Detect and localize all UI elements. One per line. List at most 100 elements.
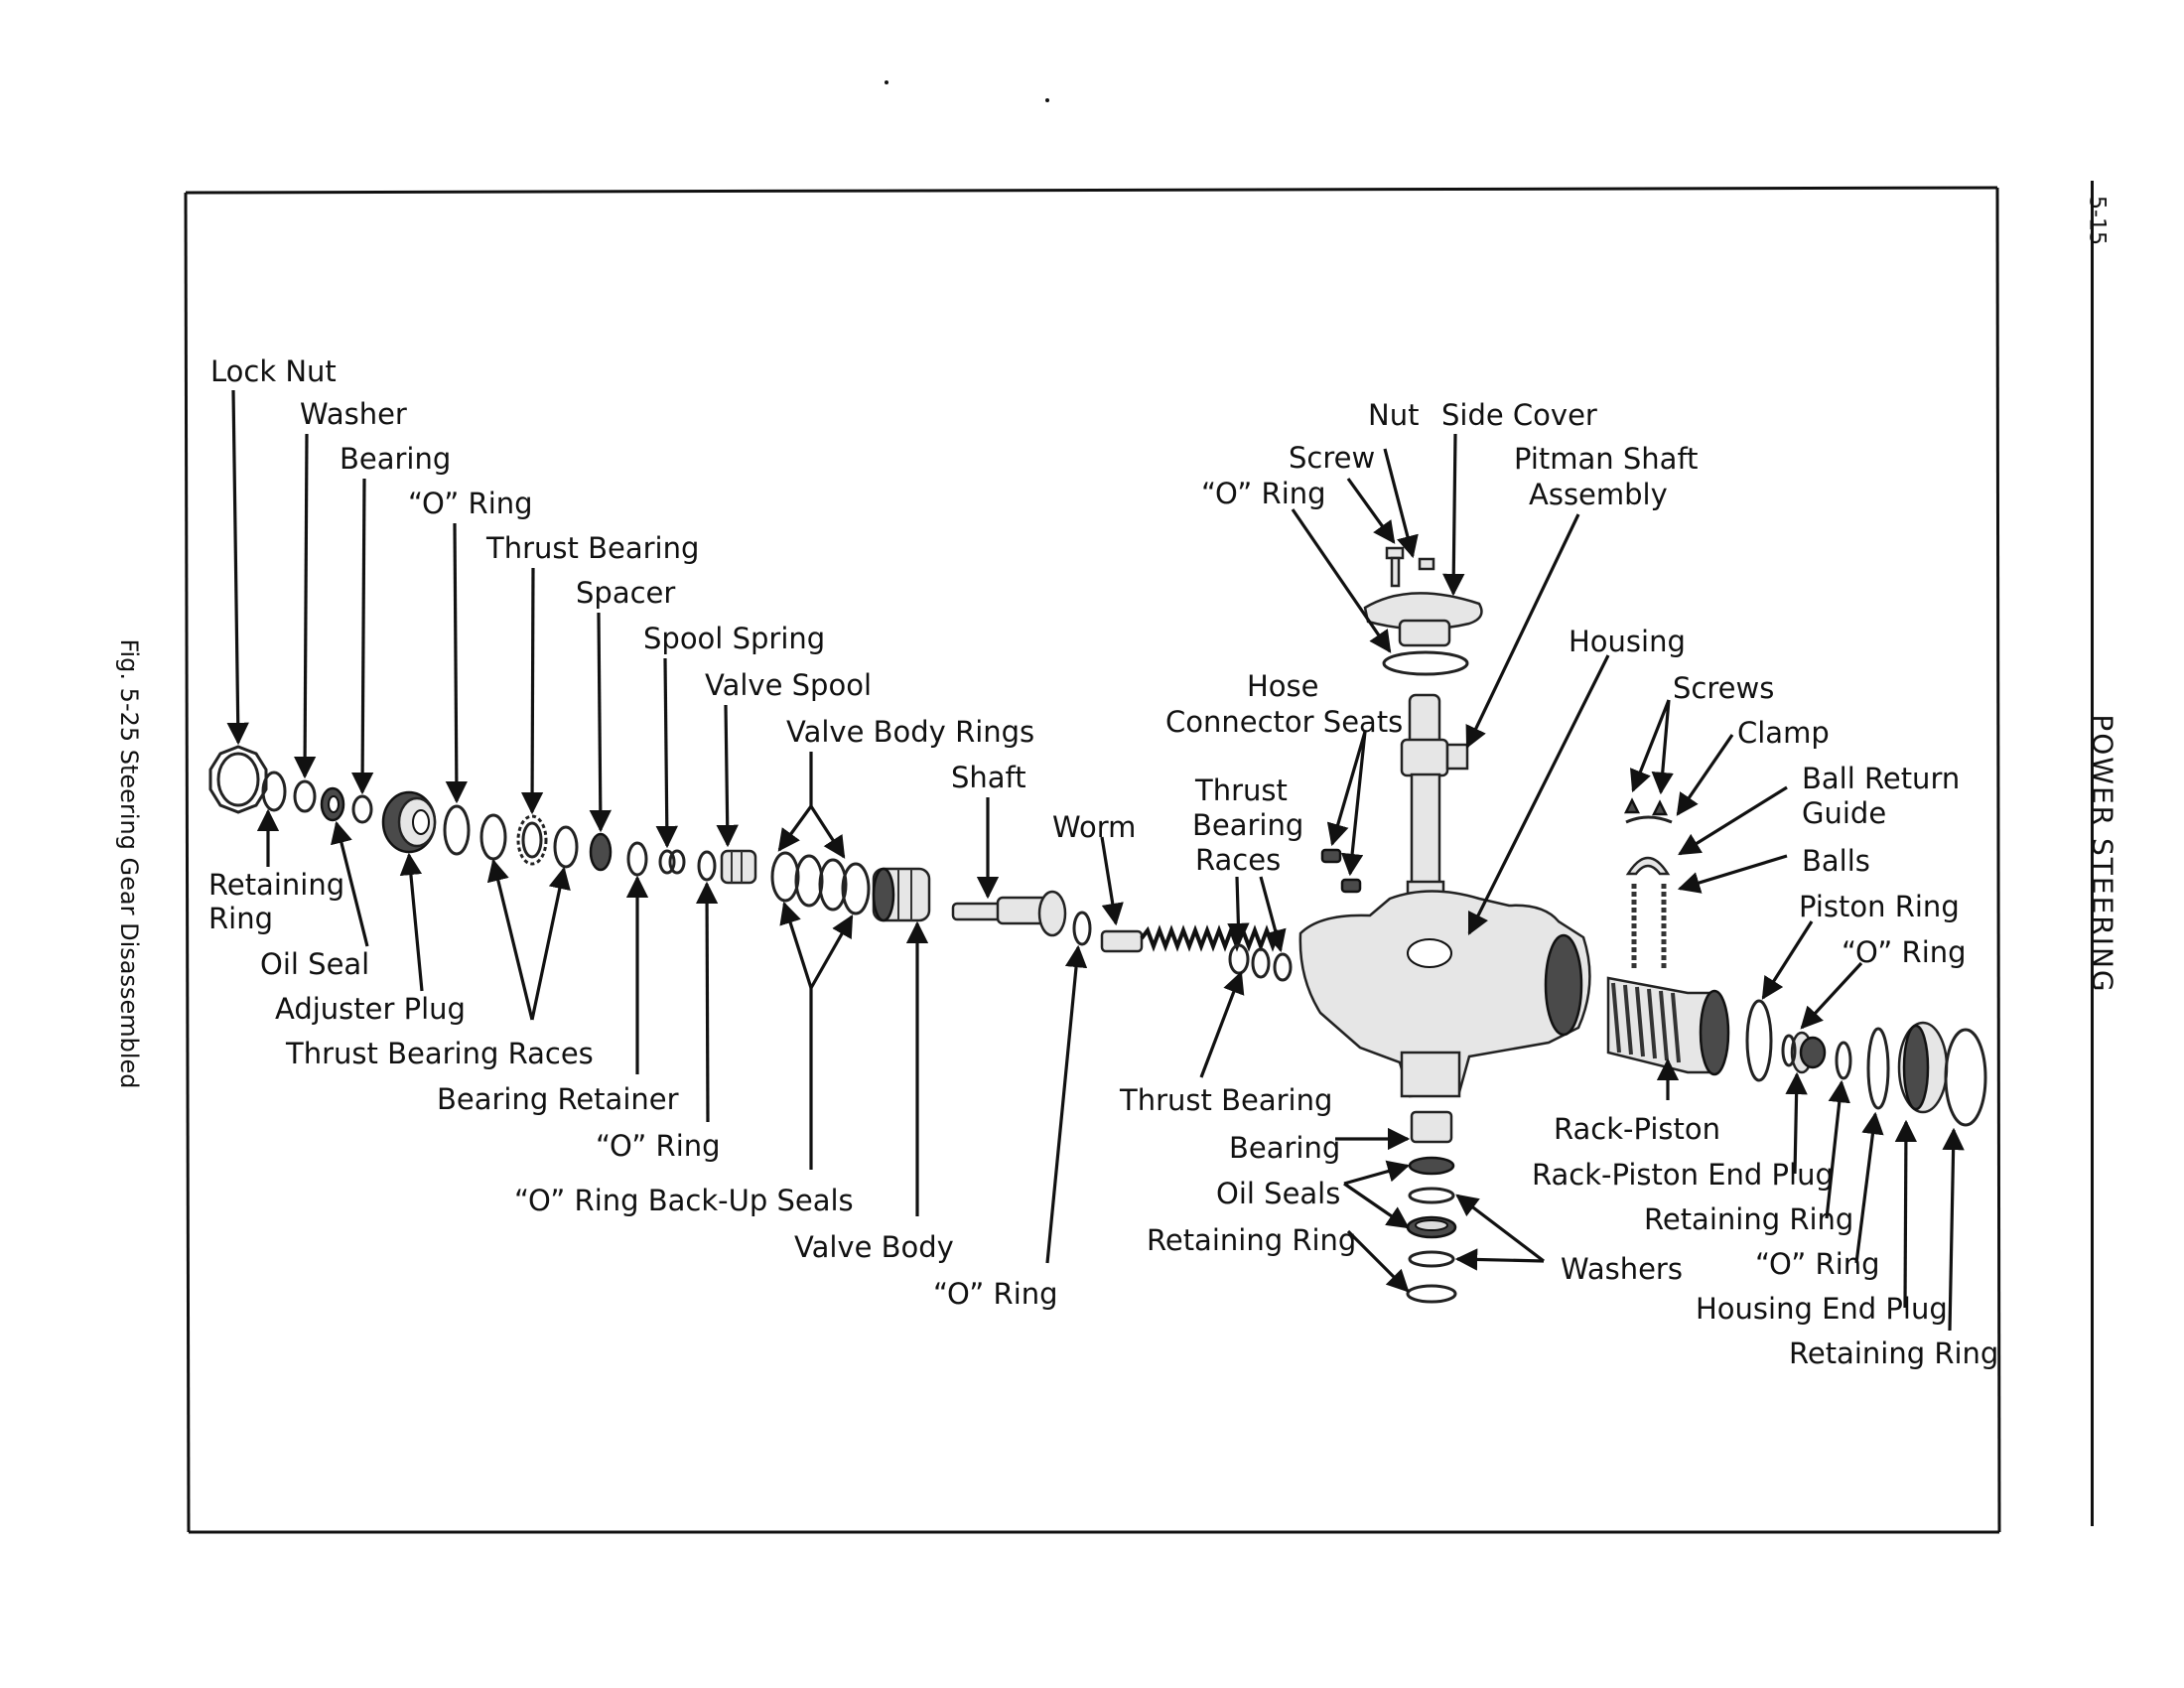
- o-ring-part-2: [697, 850, 717, 882]
- label-o-ring-2: “O” Ring: [596, 1129, 721, 1163]
- thrust-bearing-race-part-5: [1273, 952, 1293, 982]
- spool-spring-part: [658, 849, 686, 875]
- retaining-ring-bottom-part: [1406, 1284, 1457, 1304]
- label-thrust-races-3: Races: [1195, 843, 1281, 877]
- oil-seal-part: [320, 786, 345, 822]
- label-ball-return-1: Ball Return: [1802, 762, 1960, 795]
- adjuster-plug-part: [381, 790, 437, 854]
- label-retaining-ring-left-1: Retaining: [208, 868, 344, 902]
- part-labels: Lock Nut Washer Bearing “O” Ring Thrust …: [208, 354, 1998, 1370]
- label-nut: Nut: [1368, 398, 1419, 432]
- label-side-cover: Side Cover: [1441, 398, 1597, 432]
- side-cover-nut-part: [1418, 557, 1435, 571]
- o-ring-part-3: [1072, 911, 1092, 946]
- ball-return-guide-part: [1625, 856, 1671, 876]
- label-retaining-ring-left-2: Ring: [208, 902, 273, 935]
- worm-part: [1100, 924, 1281, 953]
- label-valve-body: Valve Body: [794, 1230, 954, 1264]
- clamp-part: [1625, 815, 1673, 824]
- bearing-part: [351, 794, 373, 824]
- housing-part: [1298, 890, 1591, 1098]
- label-valve-body-rings: Valve Body Rings: [786, 715, 1034, 749]
- valve-body-part: [872, 867, 931, 922]
- retaining-ring-right-part-1: [1835, 1041, 1852, 1080]
- label-thrust-races-1: Thrust: [1194, 774, 1288, 807]
- label-hose-1: Hose: [1247, 669, 1319, 703]
- o-ring-right-part-1: [1781, 1034, 1797, 1067]
- label-hose-2: Connector Seats: [1165, 705, 1403, 739]
- label-screws: Screws: [1673, 671, 1774, 705]
- label-pitman-shaft-1: Pitman Shaft: [1514, 442, 1699, 476]
- label-o-ring-backup-seals: “O” Ring Back-Up Seals: [514, 1184, 854, 1217]
- label-bearing-bottom: Bearing: [1229, 1131, 1340, 1165]
- label-retaining-ring-bottom: Retaining Ring: [1147, 1223, 1356, 1257]
- hose-connector-seat-part-1: [1320, 848, 1342, 864]
- label-ball-return-2: Guide: [1802, 796, 1886, 830]
- shaft-part: [951, 890, 1067, 937]
- thrust-race-part-1: [479, 813, 507, 861]
- label-pitman-shaft-2: Assembly: [1529, 478, 1668, 511]
- washer-bottom-part-2: [1408, 1250, 1455, 1268]
- label-piston-ring: Piston Ring: [1799, 890, 1960, 923]
- label-adjuster-plug: Adjuster Plug: [275, 992, 466, 1026]
- label-balls: Balls: [1802, 844, 1870, 878]
- piston-ring-part: [1745, 999, 1773, 1082]
- label-o-ring-right-1: “O” Ring: [1842, 935, 1967, 969]
- o-ring-right-part-2: [1866, 1027, 1890, 1110]
- label-valve-spool: Valve Spool: [705, 668, 872, 702]
- label-housing: Housing: [1569, 625, 1686, 658]
- washer-part: [293, 779, 317, 813]
- hose-connector-seat-part-2: [1340, 878, 1362, 894]
- side-cover-screw-part: [1385, 546, 1405, 588]
- side-cover-o-ring-part: [1382, 650, 1469, 676]
- label-thrust-bearing-races: Thrust Bearing Races: [285, 1037, 594, 1070]
- retaining-ring-right-part-2: [1944, 1028, 1987, 1127]
- rack-piston-part: [1606, 976, 1730, 1076]
- valve-body-rings-part: [770, 851, 871, 915]
- label-o-ring-1: “O” Ring: [408, 487, 533, 520]
- housing-end-plug-part: [1897, 1021, 1949, 1114]
- label-bearing-retainer: Bearing Retainer: [437, 1082, 679, 1116]
- oil-seal-bottom-part-2: [1406, 1215, 1457, 1239]
- thrust-race-part-2: [553, 825, 579, 869]
- label-oil-seal: Oil Seal: [260, 947, 369, 981]
- label-o-ring-right-2: “O” Ring: [1755, 1247, 1880, 1281]
- label-washers: Washers: [1561, 1252, 1683, 1286]
- label-washer: Washer: [300, 397, 407, 431]
- label-clamp: Clamp: [1737, 716, 1830, 750]
- washer-bottom-part-1: [1408, 1187, 1455, 1204]
- bearing-retainer-part: [626, 841, 648, 877]
- label-thrust-bearing: Thrust Bearing: [485, 531, 699, 565]
- label-lock-nut: Lock Nut: [210, 354, 337, 388]
- label-rack-piston: Rack-Piston: [1554, 1112, 1720, 1146]
- label-oil-seals: Oil Seals: [1216, 1177, 1340, 1210]
- label-shaft: Shaft: [951, 761, 1026, 794]
- thrust-bearing-part: [516, 814, 548, 866]
- ball-return-guide-screws-part: [1623, 797, 1669, 816]
- margin-rule: [2091, 181, 2094, 1526]
- pitman-bearing-part: [1410, 1110, 1453, 1144]
- label-thrust-bearing-bottom: Thrust Bearing: [1119, 1083, 1332, 1117]
- label-housing-end-plug: Housing End Plug: [1696, 1292, 1948, 1326]
- oil-seal-bottom-part-1: [1408, 1156, 1455, 1176]
- balls-part: [1631, 884, 1667, 968]
- figure-frame: [184, 80, 2001, 1534]
- thrust-bearing-race-part-3: [1228, 943, 1250, 975]
- label-o-ring-top: “O” Ring: [1201, 477, 1326, 510]
- label-spacer: Spacer: [576, 576, 675, 610]
- o-ring-part-1: [443, 804, 471, 856]
- valve-spool-part: [720, 849, 757, 885]
- label-retaining-ring-right-1: Retaining Ring: [1644, 1202, 1853, 1236]
- label-worm: Worm: [1052, 810, 1136, 844]
- rack-piston-end-plug-part: [1790, 1031, 1827, 1074]
- spacer-part: [589, 832, 613, 872]
- label-rack-piston-end-plug: Rack-Piston End Plug: [1532, 1158, 1834, 1192]
- pitman-shaft-part: [1400, 693, 1469, 904]
- label-retaining-ring-right-2: Retaining Ring: [1789, 1336, 1998, 1370]
- side-cover-part: [1363, 592, 1483, 647]
- label-spool-spring: Spool Spring: [643, 622, 825, 655]
- leader-lines: [226, 389, 1965, 1332]
- label-bearing: Bearing: [340, 442, 451, 476]
- label-thrust-races-2: Bearing: [1192, 808, 1303, 842]
